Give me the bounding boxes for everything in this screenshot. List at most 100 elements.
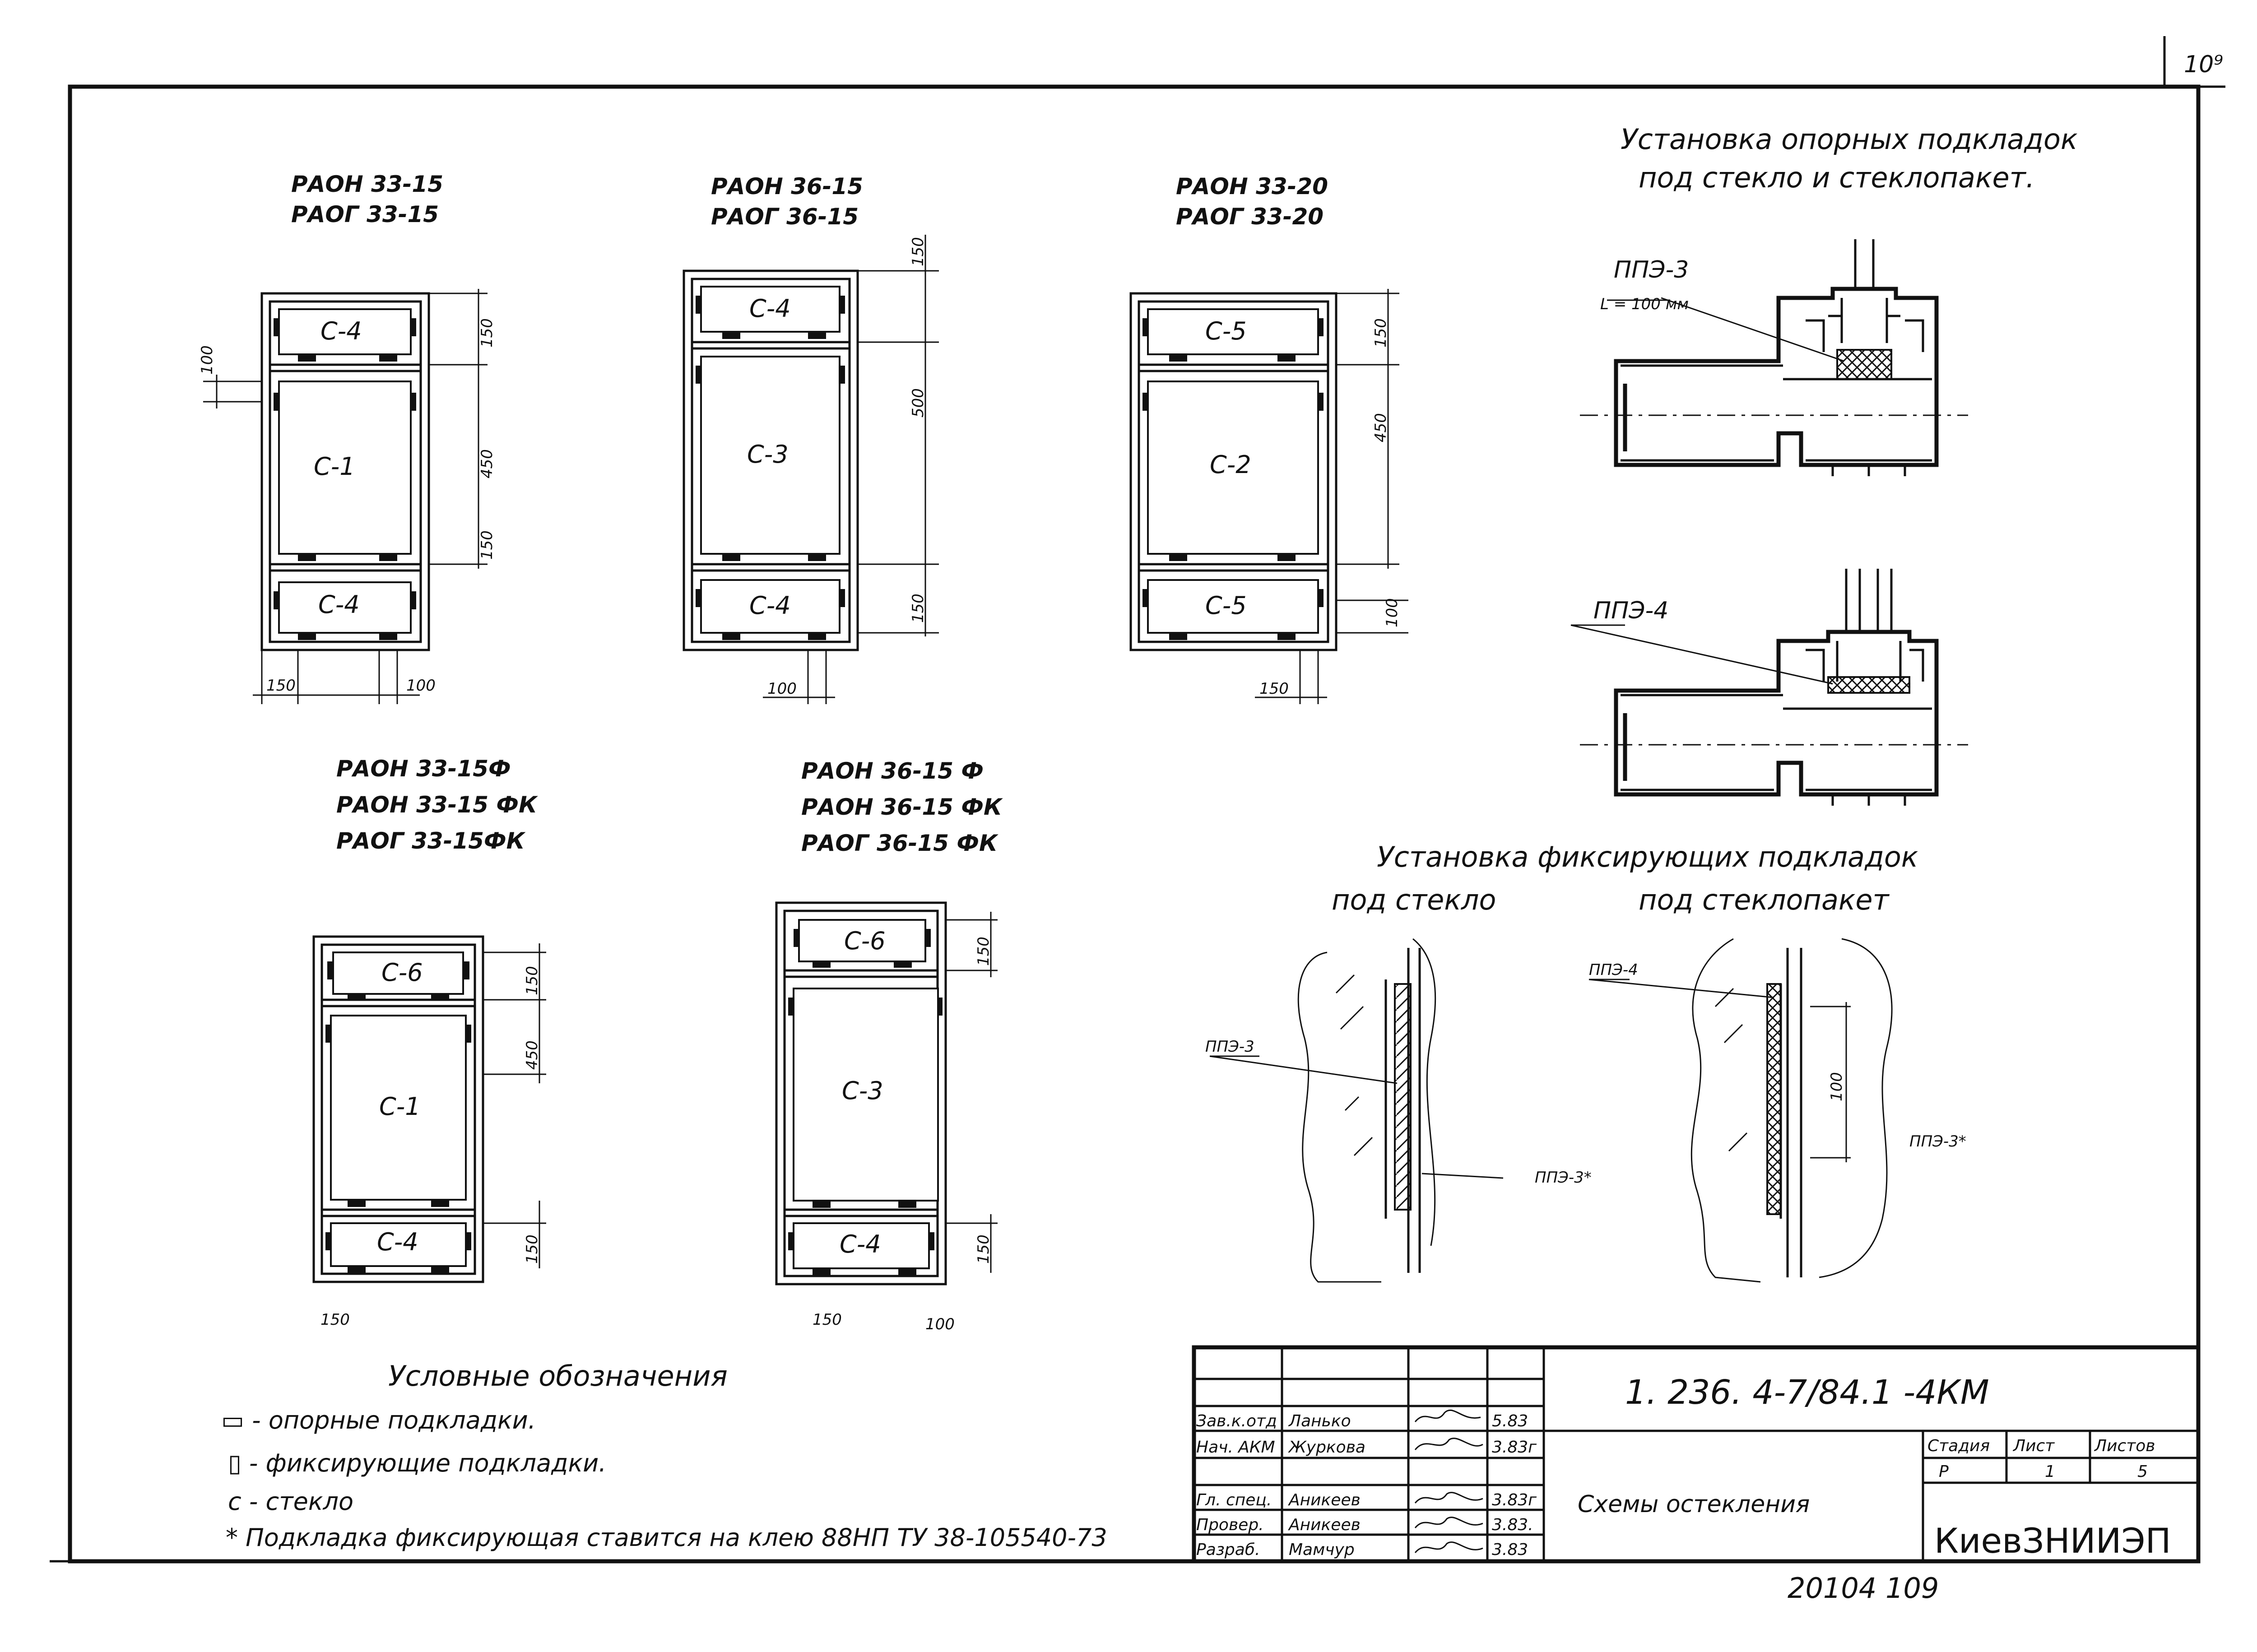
model-line: РАОГ 36-15 [711, 204, 859, 230]
dimension-lines [203, 289, 488, 704]
setting-blocks [788, 929, 943, 1276]
model-line: РАОН 33-15 [291, 171, 443, 197]
dimension-label: 150 [478, 318, 496, 348]
window-type-4: РАОН 33-15Ф РАОН 33-15 ФК РАОГ 33-15ФК С… [312, 756, 546, 1329]
model-line: РАОГ 36-15 ФК [801, 830, 998, 856]
signer-name: Журкова [1288, 1438, 1365, 1457]
dimension-label: 100 [406, 677, 436, 695]
sheet-number: 10⁹ [2184, 51, 2223, 78]
callout-label: ППЭ-4 [1593, 597, 1668, 624]
frame-profile-section-b [1570, 569, 1968, 806]
support-pad [1836, 349, 1892, 380]
model-line: РАОН 33-20 [1176, 173, 1328, 200]
fixing-section: Установка фиксирующих подкладок под стек… [1205, 840, 1966, 1283]
title-block: 1. 236. 4-7/84.1 -4КМ Схемы остекления К… [1192, 1345, 2201, 1564]
glass-pane [278, 381, 412, 555]
dimension-label: 150 [478, 530, 496, 560]
legend-item: ▯ - фиксирующие подкладки. [228, 1449, 606, 1477]
window-frame [683, 269, 859, 651]
model-line: РАОН 36-15 ФК [801, 794, 1003, 820]
pane-label: С-4 [840, 1230, 881, 1258]
model-line: РАОГ 33-15 [291, 201, 439, 227]
model-line: РАОН 36-15 [711, 173, 863, 200]
stage-value: Р [1939, 1462, 1949, 1481]
callout-label: ППЭ-4 [1589, 961, 1638, 979]
dimension-lines [763, 235, 939, 704]
model-line: РАОН 36-15 Ф [801, 758, 984, 784]
pane-label: С-5 [1205, 591, 1247, 620]
setting-blocks [325, 961, 471, 1273]
signer-name: Аникеев [1288, 1491, 1361, 1509]
signer-role: Провер. [1196, 1516, 1264, 1534]
callout-label: ППЭ-3 [1205, 1038, 1254, 1056]
setting-blocks [274, 318, 416, 640]
pane-label: С-3 [747, 440, 789, 469]
pane-label: С-3 [842, 1077, 883, 1105]
dimension-label: 500 [909, 388, 927, 418]
window-frame [312, 935, 484, 1283]
dimension-label: 150 [1372, 318, 1390, 348]
organization: КиевЗНИИЭП [1934, 1521, 2171, 1561]
dimension-label: 150 [975, 937, 993, 966]
pane-label: С-4 [320, 317, 362, 345]
dimension-lines [946, 912, 998, 1273]
signer-role: Нач. АКМ [1196, 1438, 1275, 1457]
model-line: РАОН 33-15Ф [336, 756, 511, 782]
window-frame [260, 292, 430, 651]
unit-fixing-detail [1588, 938, 1893, 1283]
dimension-label: 100 [1383, 598, 1401, 627]
section-title: Установка опорных подкладок [1621, 123, 2078, 156]
dimension-label: 150 [523, 1234, 541, 1264]
signer-date: 5.83 [1492, 1412, 1528, 1430]
callout-label: ППЭ-3* [1909, 1132, 1966, 1151]
legend: Условные обозначения ▭ - опорные подклад… [221, 1360, 1107, 1552]
sheet-header: Лист [2012, 1437, 2055, 1455]
window-type-2: РАОН 36-15 РАОГ 36-15 С-4 С-3 С-4 [683, 173, 939, 704]
setting-blocks [1142, 318, 1324, 640]
window-type-5: РАОН 36-15 Ф РАОН 36-15 ФК РАОГ 36-15 ФК… [775, 758, 1003, 1333]
pane-label: С-4 [749, 591, 791, 620]
dimension-label: 450 [478, 449, 496, 478]
glass-pane [332, 951, 464, 995]
legend-item: * Подкладка фиксирующая ставится на клею… [226, 1523, 1107, 1552]
document-code: 1. 236. 4-7/84.1 -4КМ [1625, 1373, 1989, 1412]
dimension-label: 150 [266, 677, 296, 695]
signer-role: Гл. спец. [1196, 1491, 1272, 1509]
pane-label: С-1 [314, 452, 355, 481]
section-title: под стекло и стеклопакет. [1639, 161, 2034, 194]
model-line: РАОГ 33-20 [1176, 204, 1324, 230]
sheet-border [50, 36, 2225, 1564]
dimension-label: 150 [320, 1311, 350, 1329]
section-subtitle: под стеклопакет [1639, 883, 1890, 916]
sheet-value: 1 [2045, 1462, 2055, 1481]
sheet-title: Схемы остекления [1578, 1491, 1810, 1518]
pane-label: С-6 [381, 958, 423, 987]
dimension-label: 100 [767, 680, 797, 698]
legend-title: Условные обозначения [388, 1360, 728, 1392]
dimension-lines [1255, 289, 1408, 704]
setting-blocks [696, 296, 845, 640]
glass-pane [278, 308, 412, 355]
glass-pane [700, 286, 841, 333]
signer-name: Мамчур [1289, 1541, 1355, 1559]
signer-role: Разраб. [1196, 1541, 1260, 1559]
glass-pane [700, 356, 841, 555]
model-line: РАОГ 33-15ФК [336, 828, 526, 854]
dimension-label: 100 [1828, 1072, 1846, 1101]
pane-label: С-6 [844, 927, 886, 955]
window-frame [1129, 292, 1337, 651]
dimension-label: 100 [925, 1315, 955, 1333]
signatures [1414, 1409, 1483, 1553]
sheets-header: Листов [2094, 1437, 2155, 1455]
dimension-label: 450 [523, 1040, 541, 1070]
glass-pane [330, 1015, 467, 1201]
section-subtitle: под стекло [1332, 883, 1496, 916]
legend-item: ▭ - опорные подкладки. [221, 1406, 536, 1434]
signer-name: Аникеев [1288, 1516, 1361, 1534]
support-pad [1827, 676, 1910, 694]
callout-label: ППЭ-3* [1535, 1169, 1592, 1187]
frame-profile-section-a [1580, 239, 1968, 476]
dimension-label: 150 [813, 1311, 842, 1329]
callout-label: ППЭ-3 [1614, 256, 1689, 283]
